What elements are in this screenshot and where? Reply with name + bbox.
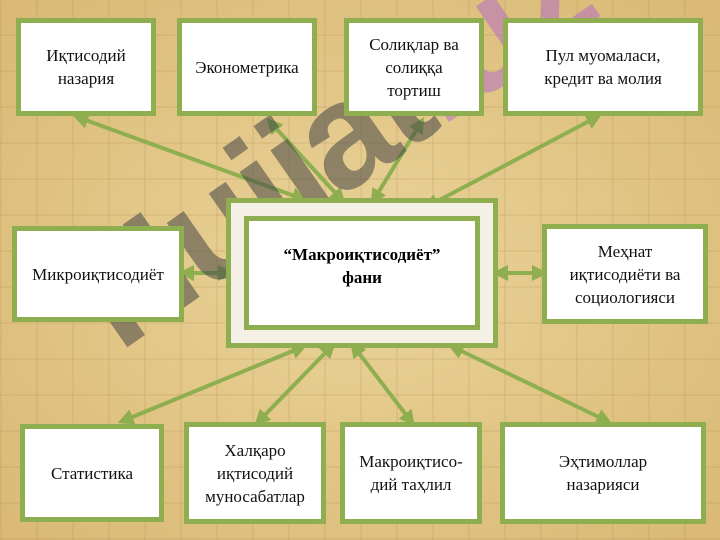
center-subject: “Макроиқтисодиёт” фани (244, 216, 480, 330)
link-bottom-2 (254, 342, 336, 426)
node-macro-analysis: Макроиқтисо- дий таҳлил (340, 422, 482, 524)
node-econometrics: Эконометрика (177, 18, 317, 116)
node-labor-economics: Меҳнат иқтисодиёти ва социологияси (542, 224, 708, 324)
link-top-3 (370, 117, 425, 205)
link-bottom-3 (350, 341, 415, 427)
node-microeconomics: Микроиқтисодиёт (12, 226, 184, 322)
link-top-2 (266, 118, 346, 204)
node-money-credit-finance: Пул муомаласи, кредит ва молия (503, 18, 703, 116)
link-bottom-4 (447, 344, 613, 424)
node-taxes: Солиқлар ва солиққа тортиш (344, 18, 484, 116)
node-probability-theory: Эҳтимоллар назарияси (500, 422, 706, 524)
node-statistics: Статистика (20, 424, 164, 522)
link-top-4 (422, 114, 603, 209)
node-economic-theory: Иқтисодий назария (16, 18, 156, 116)
link-top-1 (72, 113, 308, 203)
node-international-relations: Халқаро иқтисодий муносабатлар (184, 422, 326, 524)
